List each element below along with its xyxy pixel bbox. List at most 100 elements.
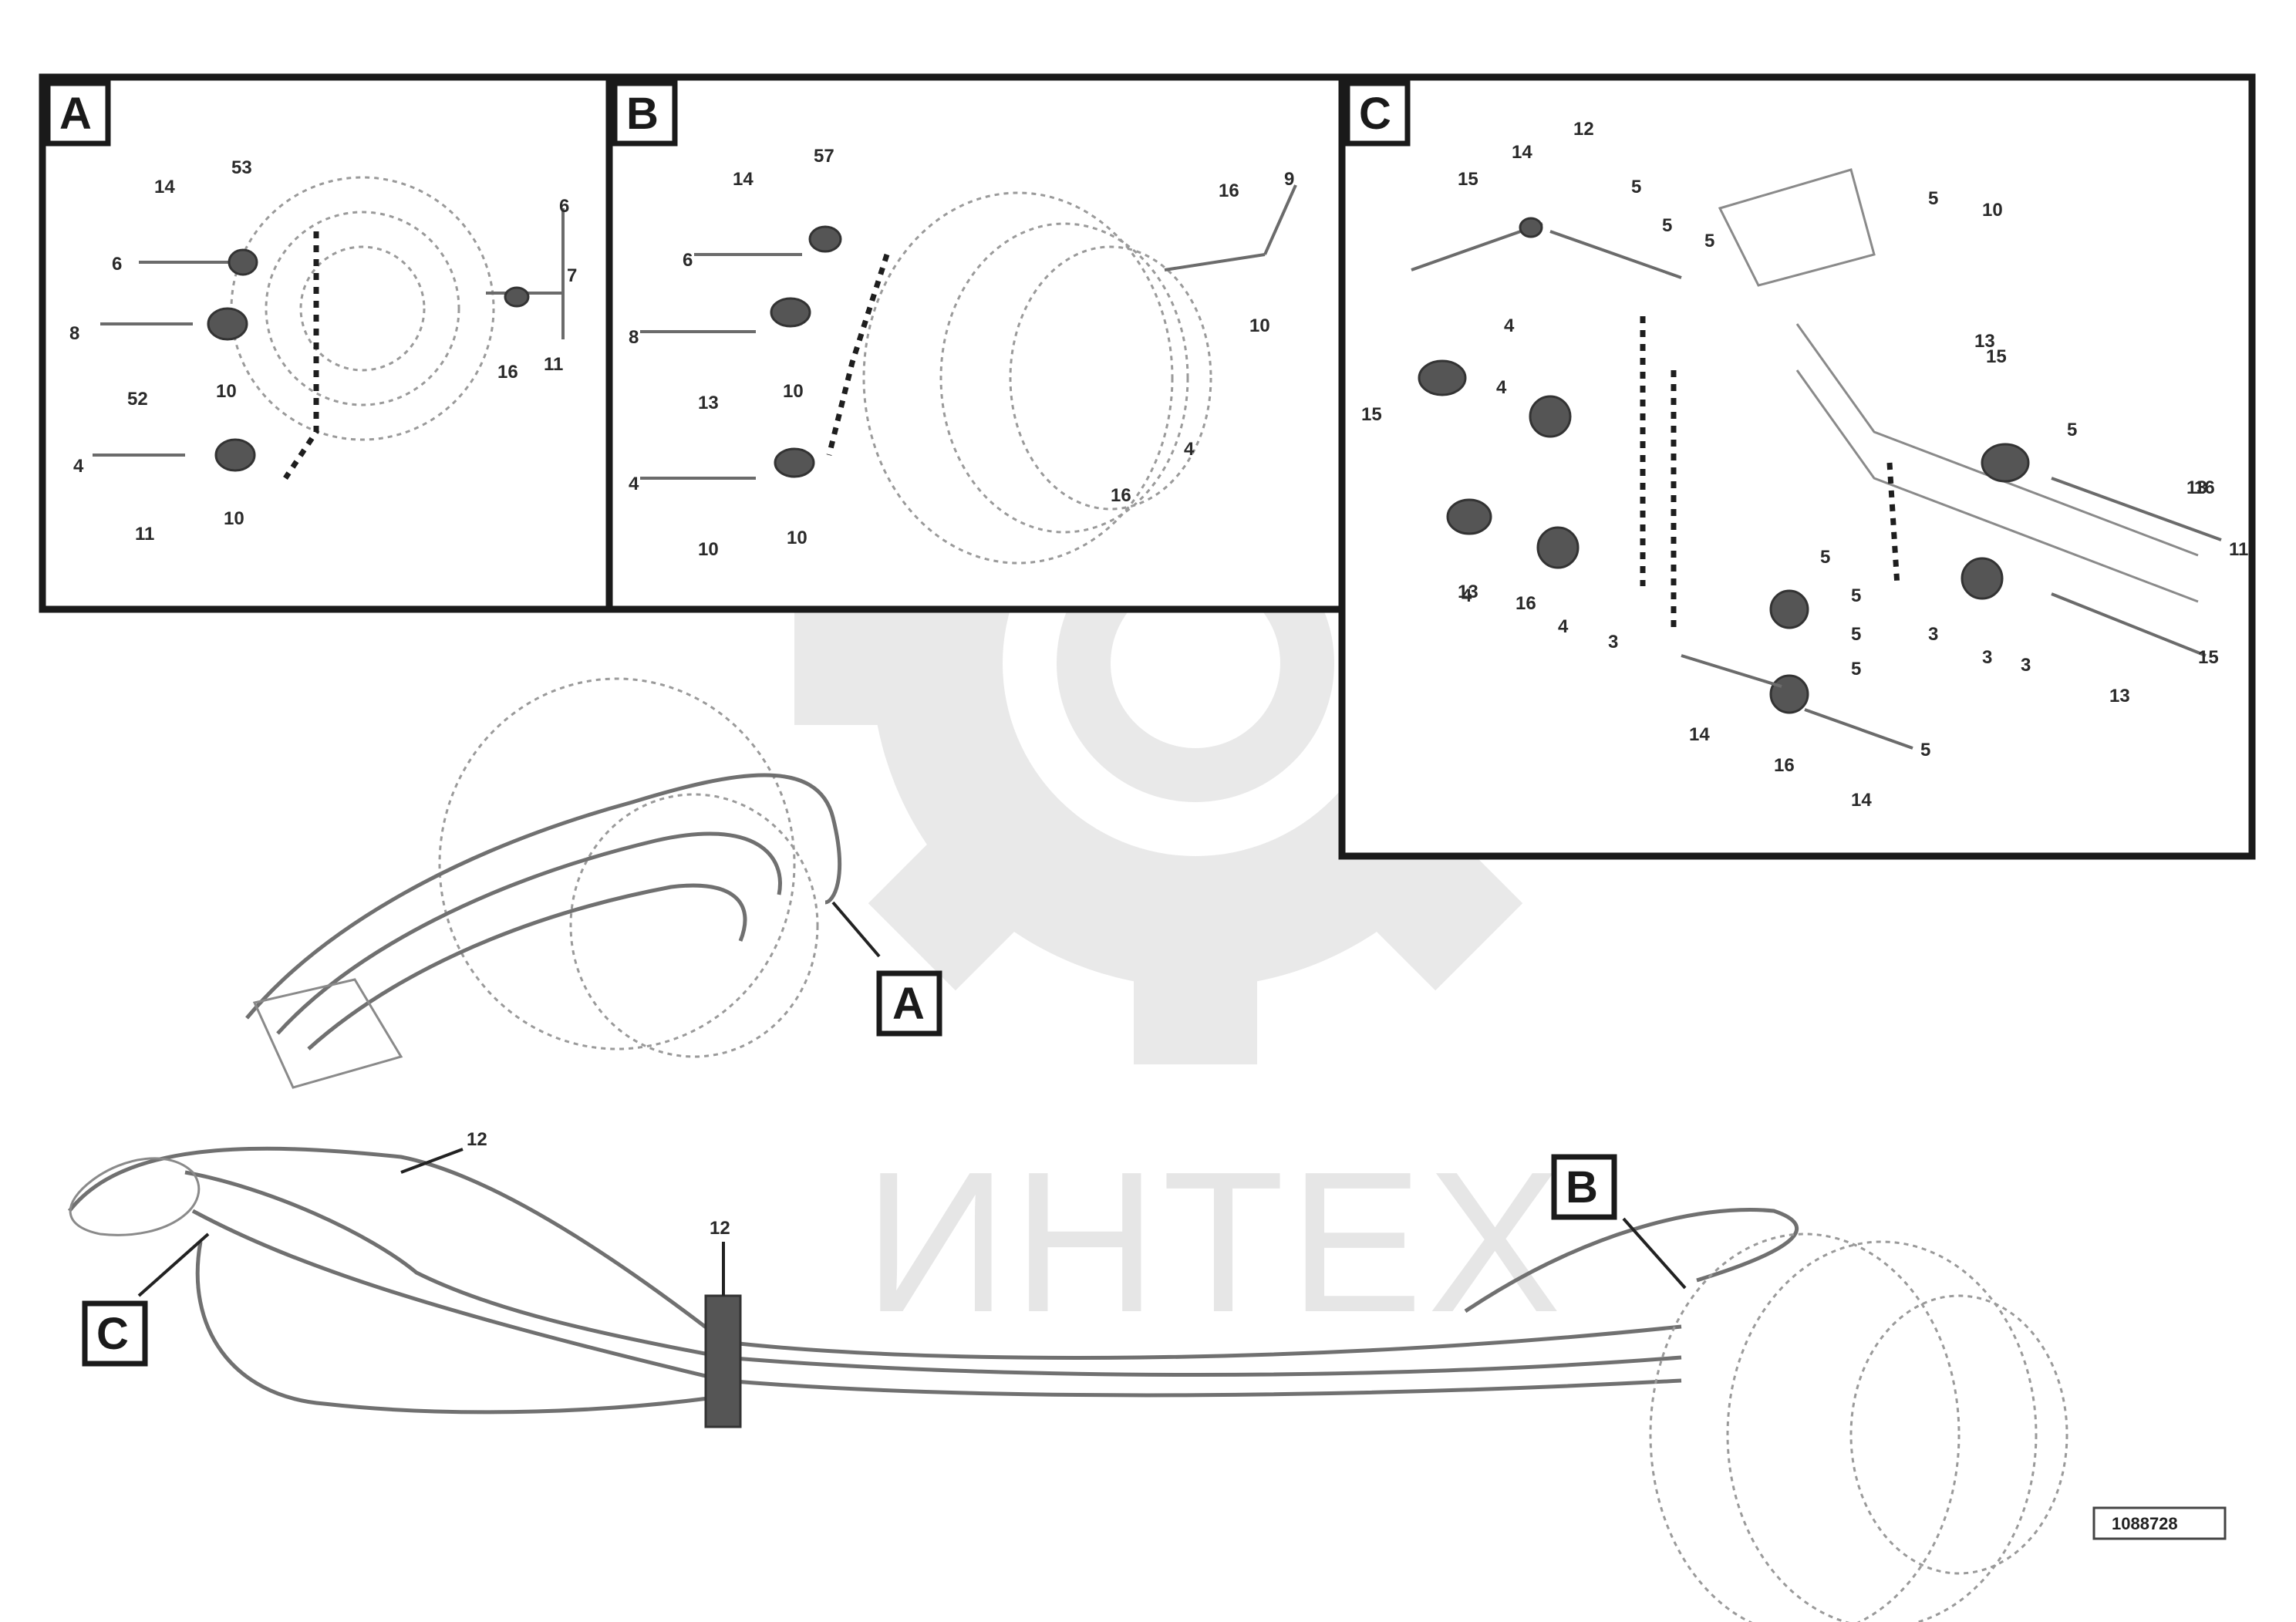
callout: 3 bbox=[1982, 647, 1992, 668]
panel-b-tag: B bbox=[612, 80, 678, 147]
callout: 11 bbox=[2229, 539, 2248, 560]
callout: 5 bbox=[1851, 659, 1861, 679]
main-tag-a: A bbox=[876, 970, 942, 1037]
panel-a-label: A bbox=[59, 89, 92, 139]
callout: 3 bbox=[1608, 632, 1618, 653]
callout: 14 bbox=[154, 177, 175, 197]
callout: 16 bbox=[497, 362, 518, 383]
callout: 5 bbox=[2067, 420, 2077, 440]
main-tag-b-label: B bbox=[1566, 1162, 1598, 1212]
panel-a-frame bbox=[39, 73, 613, 613]
callout: 16 bbox=[1774, 755, 1795, 776]
callout: 9 bbox=[1284, 169, 1294, 190]
panel-c-callouts: 12 14 15 5 5 5 5 10 4 4 15 13 15 5 16 11… bbox=[1361, 119, 2248, 811]
callout: 57 bbox=[814, 146, 834, 167]
callout: 10 bbox=[1249, 315, 1270, 336]
callout: 7 bbox=[567, 265, 577, 286]
panel-b-wheel-drawing bbox=[826, 191, 1212, 565]
callout: 8 bbox=[69, 323, 79, 344]
callout: 13 bbox=[2109, 686, 2130, 706]
callout: 16 bbox=[1111, 485, 1131, 506]
callout: 4 bbox=[1496, 377, 1507, 398]
panel-a-fittings bbox=[93, 208, 565, 472]
callout: 11 bbox=[135, 524, 154, 545]
callout: 6 bbox=[559, 196, 569, 217]
rear-wheel-upper bbox=[438, 677, 819, 1058]
callout: 13 bbox=[698, 393, 719, 413]
callout: 5 bbox=[1704, 231, 1714, 251]
callout: 4 bbox=[73, 456, 84, 477]
callout: 4 bbox=[1462, 585, 1472, 606]
upper-hose-bundle bbox=[245, 773, 842, 1089]
panel-b-callouts: 14 57 6 8 13 10 4 10 10 16 10 4 16 9 bbox=[629, 146, 1294, 560]
main-tag-c-label: C bbox=[96, 1309, 129, 1359]
hose-clamp bbox=[704, 1242, 742, 1428]
callout: 11 bbox=[544, 354, 563, 375]
callout-top: 12 bbox=[467, 1129, 487, 1150]
callout: 8 bbox=[629, 327, 639, 348]
callout: 10 bbox=[224, 508, 244, 529]
main-tag-c: C bbox=[82, 1300, 148, 1367]
front-wheel bbox=[1649, 1233, 2068, 1622]
panel-c-frame bbox=[1338, 73, 2256, 860]
main-tag-b: B bbox=[1551, 1154, 1617, 1220]
callout: 5 bbox=[1662, 215, 1672, 236]
callout: 13 bbox=[1974, 331, 1995, 352]
callout: 14 bbox=[1851, 790, 1872, 811]
callout: 10 bbox=[1982, 200, 2003, 221]
callout: 4 bbox=[629, 474, 639, 494]
callout: 14 bbox=[733, 169, 754, 190]
detail-panel-b: B 14 57 6 8 13 10 4 10 10 bbox=[605, 73, 1346, 613]
callout: 15 bbox=[2198, 647, 2219, 668]
callout: 5 bbox=[1851, 624, 1861, 645]
callout: 13 bbox=[2186, 477, 2207, 498]
callout: 10 bbox=[698, 539, 719, 560]
callout: 3 bbox=[1928, 624, 1938, 645]
callout: 4 bbox=[1184, 439, 1195, 460]
main-tag-a-label: A bbox=[892, 979, 925, 1029]
callout: 6 bbox=[683, 250, 693, 271]
callout: 10 bbox=[787, 528, 807, 548]
callout: 5 bbox=[1820, 547, 1830, 568]
main-assembly: A 12 12 B bbox=[68, 677, 2068, 1622]
callout: 15 bbox=[1361, 404, 1382, 425]
callout: 5 bbox=[1928, 188, 1938, 209]
drawing-reference: 1088728 bbox=[2092, 1506, 2227, 1540]
reference-code: 1088728 bbox=[2112, 1514, 2178, 1533]
callout: 5 bbox=[1851, 585, 1861, 606]
callout: 15 bbox=[1986, 346, 2007, 367]
callout: 3 bbox=[2021, 655, 2031, 676]
callout: 14 bbox=[1689, 724, 1710, 745]
callout: 12 bbox=[1573, 119, 1594, 140]
panel-b-label: B bbox=[626, 89, 659, 139]
panel-b-frame bbox=[605, 73, 1346, 613]
lower-hose-run bbox=[68, 1146, 1799, 1415]
callout: 14 bbox=[1512, 142, 1532, 163]
callout: 6 bbox=[112, 254, 122, 275]
callout: 16 bbox=[2194, 477, 2215, 498]
callout: 15 bbox=[1458, 169, 1478, 190]
panel-c-label: C bbox=[1359, 89, 1391, 139]
detail-panel-c: C 12 14 bbox=[1338, 73, 2256, 860]
panel-c-tag: C bbox=[1344, 80, 1411, 147]
callout: 5 bbox=[1631, 177, 1641, 197]
callout: 52 bbox=[127, 389, 148, 410]
callout: 16 bbox=[1515, 593, 1536, 614]
callout-clamp: 12 bbox=[710, 1218, 730, 1239]
callout: 53 bbox=[231, 157, 252, 178]
panel-b-fittings bbox=[640, 184, 1297, 480]
callout: 5 bbox=[1920, 740, 1930, 760]
panel-c-block-drawing bbox=[1640, 168, 2199, 632]
detail-panel-a: A 14 53 6 8 52 10 4 11 10 bbox=[39, 73, 613, 613]
panel-a-callouts: 14 53 6 8 52 10 4 11 10 16 11 6 7 bbox=[69, 157, 577, 545]
callout: 10 bbox=[783, 381, 804, 402]
panel-a-tag: A bbox=[45, 80, 111, 147]
callout: 16 bbox=[1219, 180, 1239, 201]
watermark-text: ИНТЕХ bbox=[864, 1131, 1566, 1354]
callout: 10 bbox=[216, 381, 237, 402]
callout: 4 bbox=[1558, 616, 1569, 637]
callout: 13 bbox=[1458, 582, 1478, 602]
callout: 4 bbox=[1504, 315, 1515, 336]
panel-c-fittings bbox=[1411, 217, 2222, 750]
